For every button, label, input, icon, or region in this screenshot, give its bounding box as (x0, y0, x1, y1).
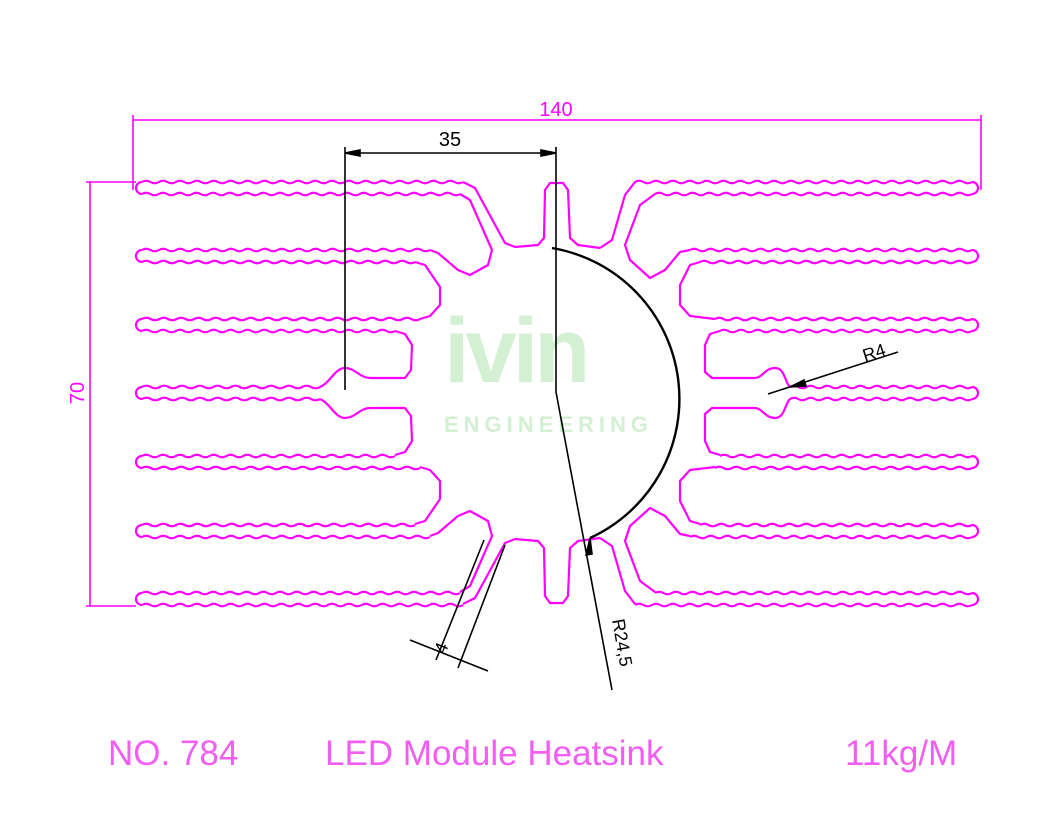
channel-end (623, 193, 691, 280)
fin-left (134, 384, 321, 402)
channel-end (414, 260, 442, 321)
hole-radius-label: R4 (860, 340, 888, 366)
hole-leader (767, 351, 899, 395)
channel-end (462, 181, 601, 250)
watermark-tagline: ENGINEERING (444, 412, 653, 437)
weight: 11kg/M (845, 734, 958, 773)
channel-end (370, 406, 414, 457)
watermark-brand: ivin (444, 300, 586, 402)
detail-dimensions (344, 147, 899, 691)
fin-right (714, 453, 980, 471)
fin-extension-1 (435, 539, 485, 661)
channel-end (678, 465, 716, 526)
screw-boss-right (754, 398, 791, 420)
channel-end (370, 329, 414, 380)
outer-dimensions (86, 115, 982, 607)
fin-left (134, 522, 431, 540)
screw-boss-right (754, 366, 791, 388)
channel-end (462, 536, 601, 605)
arrow (789, 378, 808, 388)
offset-label: 35 (439, 129, 461, 151)
fin-left (134, 590, 464, 608)
core-arc (551, 246, 681, 540)
fin-extension-2 (457, 544, 506, 669)
channel-end (429, 193, 494, 277)
fin-right (634, 590, 980, 608)
channel-end (703, 406, 755, 457)
fin-dimension-line (409, 639, 489, 672)
product-name: LED Module Heatsink (325, 734, 664, 773)
arrow (584, 537, 593, 556)
height-label: 70 (67, 382, 89, 404)
channel-end (599, 537, 636, 605)
fin-right (789, 384, 980, 402)
fin-right (689, 247, 980, 265)
channel-end (429, 509, 494, 593)
width-label: 140 (539, 99, 572, 121)
channel-end (623, 506, 691, 593)
watermark-logo: ivin ENGINEERING (444, 300, 653, 437)
fin-thickness-label: 4 (430, 640, 452, 657)
radius-leader (555, 391, 613, 691)
channel-end (599, 181, 636, 249)
core-radius-label: R24,5 (608, 617, 636, 668)
fin-right (714, 316, 980, 334)
fin-right (634, 179, 980, 197)
fin-left (134, 247, 431, 265)
model-number: NO. 784 (108, 734, 239, 773)
screw-boss-left (319, 397, 371, 420)
fin-left (134, 453, 421, 471)
fin-right (689, 522, 980, 540)
channel-end (414, 465, 442, 526)
heatsink-profile (134, 179, 980, 608)
fin-left (134, 179, 464, 197)
fin-left (134, 316, 421, 334)
channel-end (678, 260, 716, 321)
arrow (344, 149, 361, 157)
arrow (540, 149, 557, 157)
channel-end (703, 329, 755, 380)
